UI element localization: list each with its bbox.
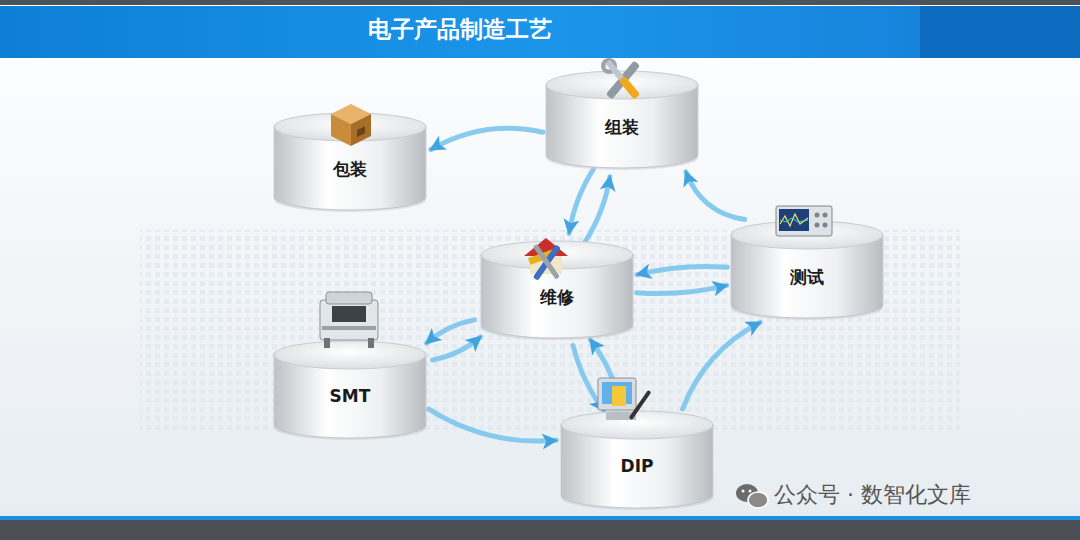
- process-cylinder: 组装: [545, 70, 699, 170]
- process-cylinder: SMT: [273, 340, 427, 440]
- repair-icon: [524, 238, 568, 281]
- node-label: 包装: [273, 158, 427, 181]
- node-label: DIP: [560, 456, 714, 476]
- node-label: 组装: [545, 116, 699, 139]
- flow-arrow: [585, 177, 610, 242]
- node-text: 测试: [730, 266, 884, 289]
- node-text: 维修: [480, 286, 634, 309]
- flow-arrow: [686, 172, 745, 220]
- node-text: 组装: [545, 116, 699, 139]
- flow-arrow: [431, 128, 543, 149]
- node-label: SMT: [273, 386, 427, 406]
- process-cylinder: 测试: [730, 220, 884, 320]
- box-icon: [331, 104, 371, 146]
- process-cylinder: DIP: [560, 410, 714, 510]
- flow-arrow: [683, 323, 761, 410]
- tools-icon: [601, 58, 640, 99]
- process-cylinder: 维修: [480, 240, 634, 340]
- flow-arrow: [637, 285, 727, 293]
- flow-arrow: [590, 340, 621, 405]
- flow-arrow: [637, 266, 727, 274]
- node-text: 包装: [273, 158, 427, 181]
- watermark: 公众号 · 数智化文库: [774, 480, 971, 510]
- oscilloscope-icon: [776, 206, 832, 236]
- page-title: 电子产品制造工艺: [300, 13, 620, 45]
- flow-arrow: [433, 337, 481, 360]
- node-label: 维修: [480, 286, 634, 309]
- flow-arrow: [429, 409, 556, 441]
- computer-icon: [598, 378, 651, 420]
- flow-arrow: [569, 169, 594, 234]
- node-text: DIP: [560, 456, 714, 476]
- wechat-symbol: [736, 484, 768, 508]
- node-label: 测试: [730, 266, 884, 289]
- smt-machine-icon: [320, 292, 378, 348]
- flow-arrow: [427, 320, 475, 343]
- process-cylinder: 包装: [273, 112, 427, 212]
- node-text: SMT: [273, 386, 427, 406]
